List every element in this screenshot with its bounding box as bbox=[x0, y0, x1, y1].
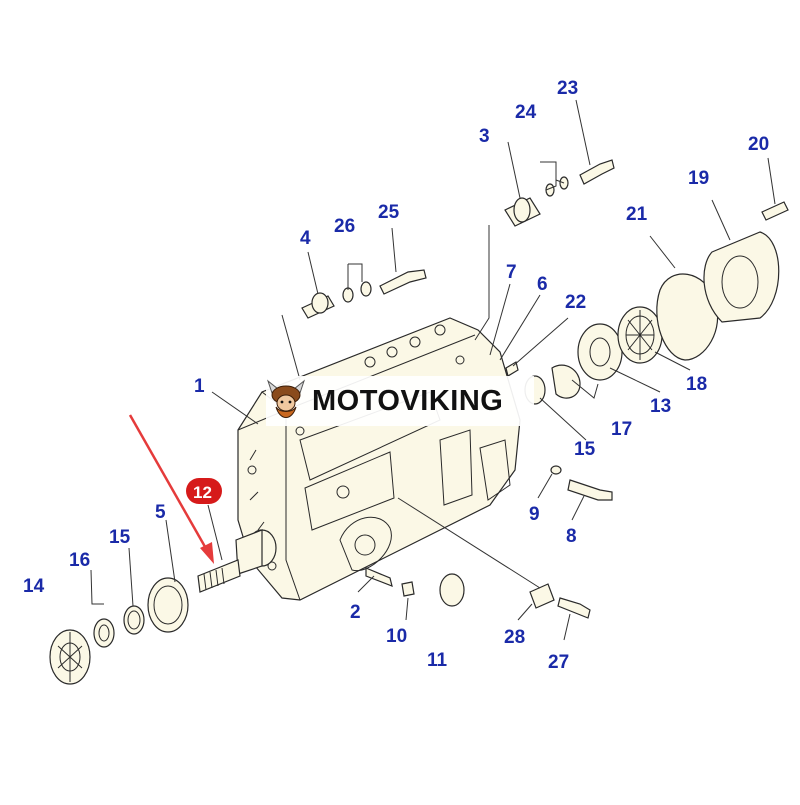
callout-labels: 1 2 3 4 5 6 7 8 9 10 11 13 14 15 15 16 1… bbox=[23, 78, 769, 673]
callout-27: 27 bbox=[548, 652, 569, 673]
callout-28: 28 bbox=[504, 627, 525, 648]
callout-1: 1 bbox=[194, 376, 205, 397]
callout-22: 22 bbox=[565, 292, 586, 313]
callout-21: 21 bbox=[626, 204, 648, 225]
governor-side-parts bbox=[505, 201, 789, 405]
callout-8: 8 bbox=[566, 526, 577, 547]
callout-14: 14 bbox=[23, 576, 45, 597]
leader-lines bbox=[90, 99, 776, 641]
callout-9: 9 bbox=[529, 504, 540, 525]
viking-mascot-icon bbox=[266, 379, 306, 418]
camshaft-part bbox=[197, 529, 277, 593]
callout-18: 18 bbox=[686, 374, 707, 395]
motoviking-watermark: MOTOVIKING bbox=[266, 376, 534, 426]
highlighted-callout-12: 12 bbox=[186, 478, 222, 504]
callout-19: 19 bbox=[688, 168, 709, 189]
callout-16: 16 bbox=[69, 550, 90, 571]
brand-name: MOTOVIKING bbox=[312, 384, 504, 417]
upper-fittings bbox=[301, 159, 615, 319]
callout-24: 24 bbox=[515, 102, 537, 123]
callout-23: 23 bbox=[557, 78, 578, 99]
callout-4: 4 bbox=[300, 228, 311, 249]
callout-13: 13 bbox=[650, 396, 671, 417]
red-indicator-arrow bbox=[128, 414, 214, 564]
callout-15a: 15 bbox=[109, 527, 131, 548]
callout-5: 5 bbox=[155, 502, 166, 523]
callout-11: 11 bbox=[427, 650, 448, 671]
callout-25: 25 bbox=[378, 202, 400, 223]
callout-17: 17 bbox=[611, 419, 632, 440]
callout-12: 12 bbox=[193, 483, 212, 502]
callout-2: 2 bbox=[350, 602, 361, 623]
callout-3: 3 bbox=[479, 126, 490, 147]
callout-10: 10 bbox=[386, 626, 407, 647]
pump-housing bbox=[237, 317, 521, 601]
callout-26: 26 bbox=[334, 216, 355, 237]
callout-7: 7 bbox=[506, 262, 517, 283]
front-bearing-parts bbox=[49, 577, 189, 685]
lower-fasteners bbox=[365, 465, 613, 619]
callout-20: 20 bbox=[748, 134, 769, 155]
callout-6: 6 bbox=[537, 274, 548, 295]
callout-15b: 15 bbox=[574, 439, 596, 460]
